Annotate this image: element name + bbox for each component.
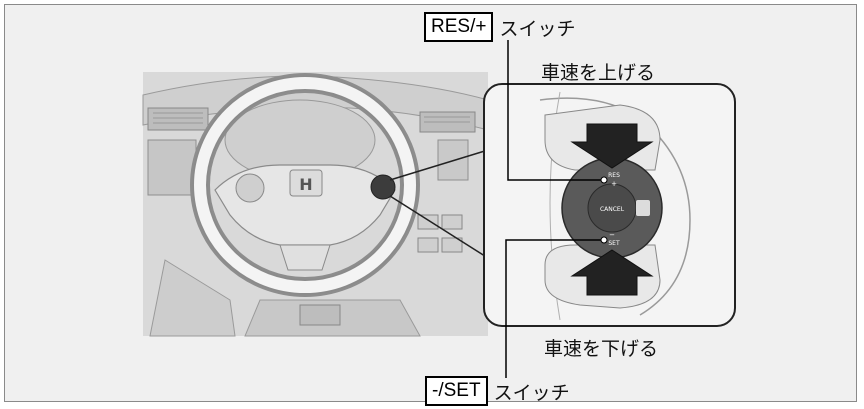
plus-button-label: + xyxy=(611,180,617,188)
emblem-text: H xyxy=(299,175,312,194)
res-button-label: RES xyxy=(608,172,620,179)
minus-button-label: − xyxy=(609,231,615,239)
res-plus-suffix: スイッチ xyxy=(499,17,576,40)
minus-set-tag: -/SET xyxy=(425,376,488,406)
dashboard-photo: H xyxy=(142,72,489,337)
cancel-button-label: CANCEL xyxy=(600,206,625,213)
callout-lines xyxy=(505,40,608,378)
res-plus-tag: RES/+ xyxy=(424,12,494,42)
speed-up-label: 車速を上げる xyxy=(541,62,656,84)
speed-down-label: 車速を下げる xyxy=(544,338,659,360)
minus-set-suffix: スイッチ xyxy=(493,381,570,404)
zoom-inset: RES + CANCEL − SET xyxy=(483,83,736,327)
zoom-leader-lines xyxy=(389,149,489,259)
set-button-label: SET xyxy=(608,240,620,247)
minus-set-switch-callout: -/SET スイッチ xyxy=(425,376,570,406)
res-plus-switch-callout: RES/+ スイッチ xyxy=(424,12,575,42)
